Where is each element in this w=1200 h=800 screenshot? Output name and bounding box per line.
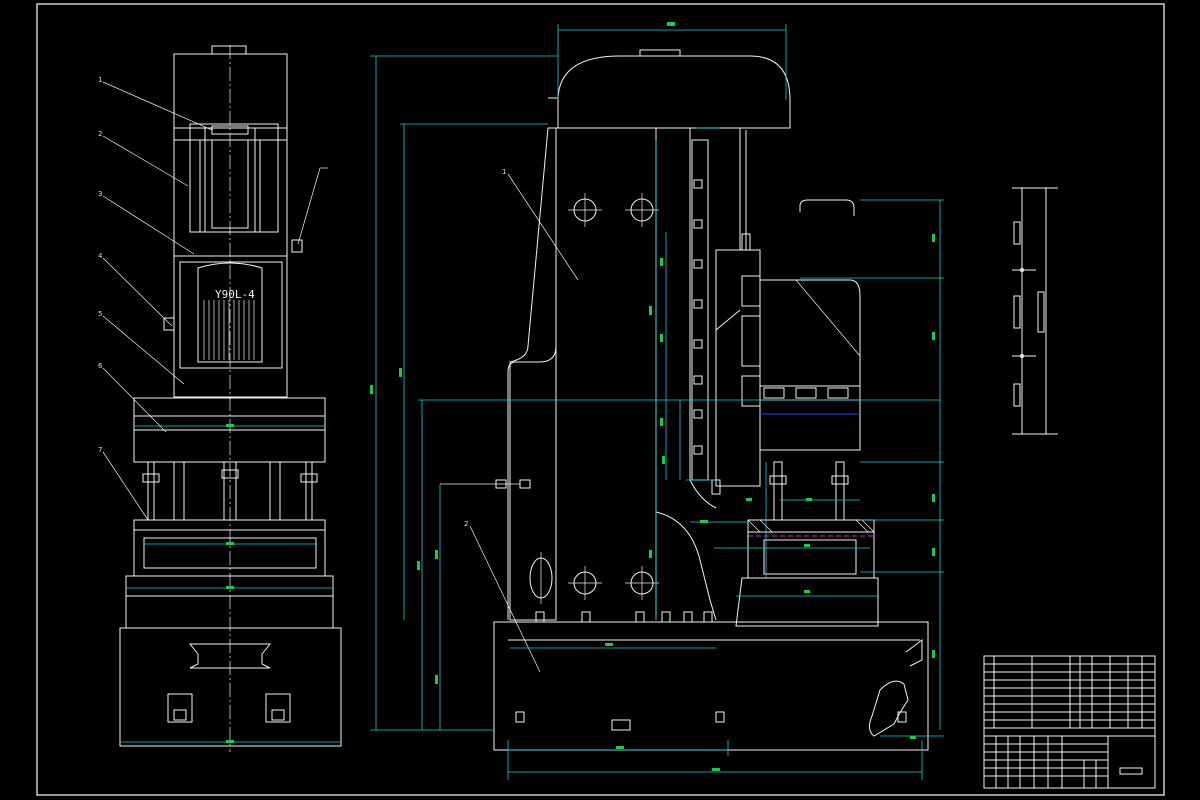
side-base [119, 627, 342, 747]
ram-slide [715, 249, 761, 487]
motor-model-label: Y90L-4 [215, 288, 255, 301]
svg-text:1: 1 [502, 168, 506, 176]
title-block [983, 655, 1156, 789]
upper-housing [173, 53, 288, 398]
press-head [759, 279, 861, 451]
die-plate [747, 519, 875, 533]
side-view: Y90L-4 1 2 [98, 45, 342, 752]
anchor-bolts [515, 611, 907, 723]
front-base [493, 621, 929, 751]
frame-left-wall [509, 127, 558, 621]
frame-holes [529, 193, 659, 604]
frame-throat [655, 511, 717, 621]
dimension-lines [370, 24, 944, 780]
motor-body [179, 261, 283, 369]
svg-text:2: 2 [98, 130, 102, 138]
svg-text:5: 5 [98, 310, 102, 318]
svg-text:6: 6 [98, 362, 103, 370]
drawing-border [36, 3, 1165, 796]
upper-platen [133, 397, 326, 417]
svg-text:3: 3 [98, 190, 102, 198]
stroke-diagram [1012, 187, 1058, 435]
side-view-leaders: 1 2 3 4 5 6 7 [98, 76, 328, 521]
svg-text:4: 4 [98, 252, 103, 260]
guide-rail [691, 139, 709, 481]
press-crown [557, 55, 791, 129]
bolster-plate [133, 529, 326, 577]
svg-text:1: 1 [98, 76, 102, 84]
svg-text:2: 2 [464, 520, 468, 528]
base-side-bracket [868, 680, 909, 737]
front-view: 1 2 [440, 49, 929, 751]
motor-fins [203, 300, 255, 360]
dimension-markers [226, 22, 935, 771]
svg-text:7: 7 [98, 446, 102, 454]
